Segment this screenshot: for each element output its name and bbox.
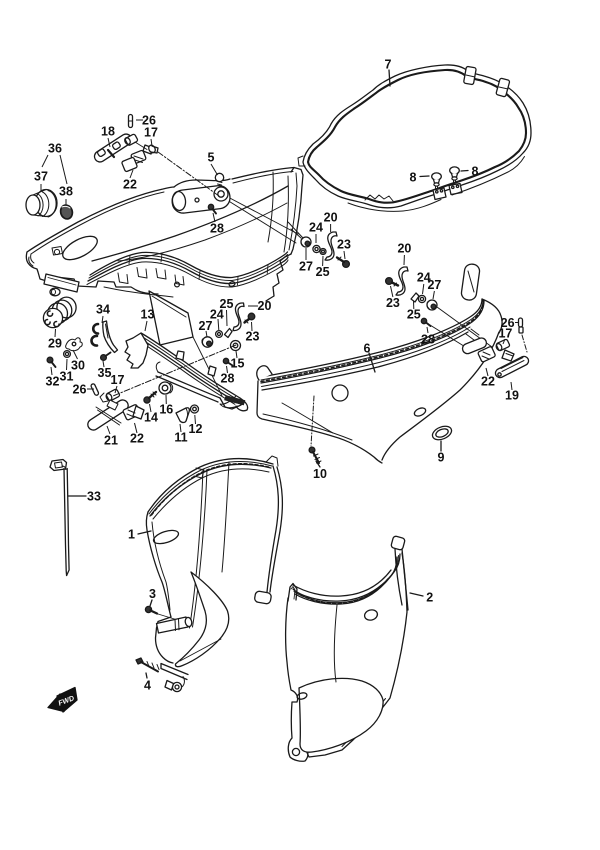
svg-text:17: 17: [498, 327, 512, 341]
svg-text:27: 27: [299, 260, 313, 274]
svg-text:10: 10: [313, 467, 327, 481]
svg-text:4: 4: [144, 679, 151, 693]
svg-text:23: 23: [386, 296, 400, 310]
svg-text:11: 11: [174, 431, 187, 445]
svg-text:23: 23: [246, 330, 260, 344]
svg-text:26: 26: [73, 383, 87, 397]
svg-text:23: 23: [337, 238, 351, 252]
svg-text:13: 13: [141, 308, 155, 322]
svg-text:25: 25: [220, 297, 234, 311]
svg-text:32: 32: [46, 375, 60, 389]
svg-text:3: 3: [149, 587, 156, 601]
svg-text:16: 16: [159, 403, 173, 417]
svg-text:17: 17: [144, 126, 158, 140]
svg-text:26: 26: [142, 114, 156, 128]
svg-text:37: 37: [34, 170, 48, 184]
svg-text:28: 28: [210, 222, 224, 236]
svg-text:38: 38: [59, 185, 73, 199]
svg-text:1: 1: [128, 528, 135, 542]
svg-text:8: 8: [410, 171, 417, 185]
svg-text:27: 27: [427, 278, 441, 292]
svg-text:36: 36: [48, 142, 62, 156]
svg-text:35: 35: [98, 366, 112, 380]
svg-text:29: 29: [48, 337, 62, 351]
svg-text:2: 2: [426, 591, 433, 605]
svg-text:17: 17: [111, 373, 125, 387]
svg-text:24: 24: [417, 271, 431, 285]
svg-text:31: 31: [60, 370, 74, 384]
svg-text:21: 21: [104, 434, 118, 448]
svg-text:6: 6: [364, 342, 371, 356]
svg-text:19: 19: [505, 389, 519, 403]
svg-text:22: 22: [123, 178, 137, 192]
svg-text:30: 30: [71, 359, 85, 373]
svg-text:7: 7: [385, 58, 392, 72]
svg-text:24: 24: [210, 308, 224, 322]
svg-text:27: 27: [199, 319, 213, 333]
svg-text:9: 9: [438, 451, 445, 465]
svg-text:24: 24: [309, 221, 323, 235]
svg-text:20: 20: [397, 242, 411, 256]
svg-text:25: 25: [407, 308, 421, 322]
svg-text:15: 15: [231, 357, 245, 371]
svg-text:22: 22: [130, 432, 144, 446]
svg-text:28: 28: [421, 333, 435, 347]
svg-text:26: 26: [501, 316, 515, 330]
svg-text:12: 12: [189, 422, 203, 436]
svg-text:20: 20: [324, 211, 338, 225]
svg-text:14: 14: [144, 411, 158, 425]
svg-text:28: 28: [221, 372, 235, 386]
svg-text:22: 22: [481, 375, 495, 389]
svg-text:20: 20: [258, 299, 272, 313]
svg-text:34: 34: [96, 303, 110, 317]
svg-text:25: 25: [316, 265, 330, 279]
svg-text:5: 5: [208, 151, 215, 165]
svg-text:33: 33: [87, 490, 101, 504]
svg-text:8: 8: [472, 165, 479, 179]
svg-text:18: 18: [101, 125, 115, 139]
